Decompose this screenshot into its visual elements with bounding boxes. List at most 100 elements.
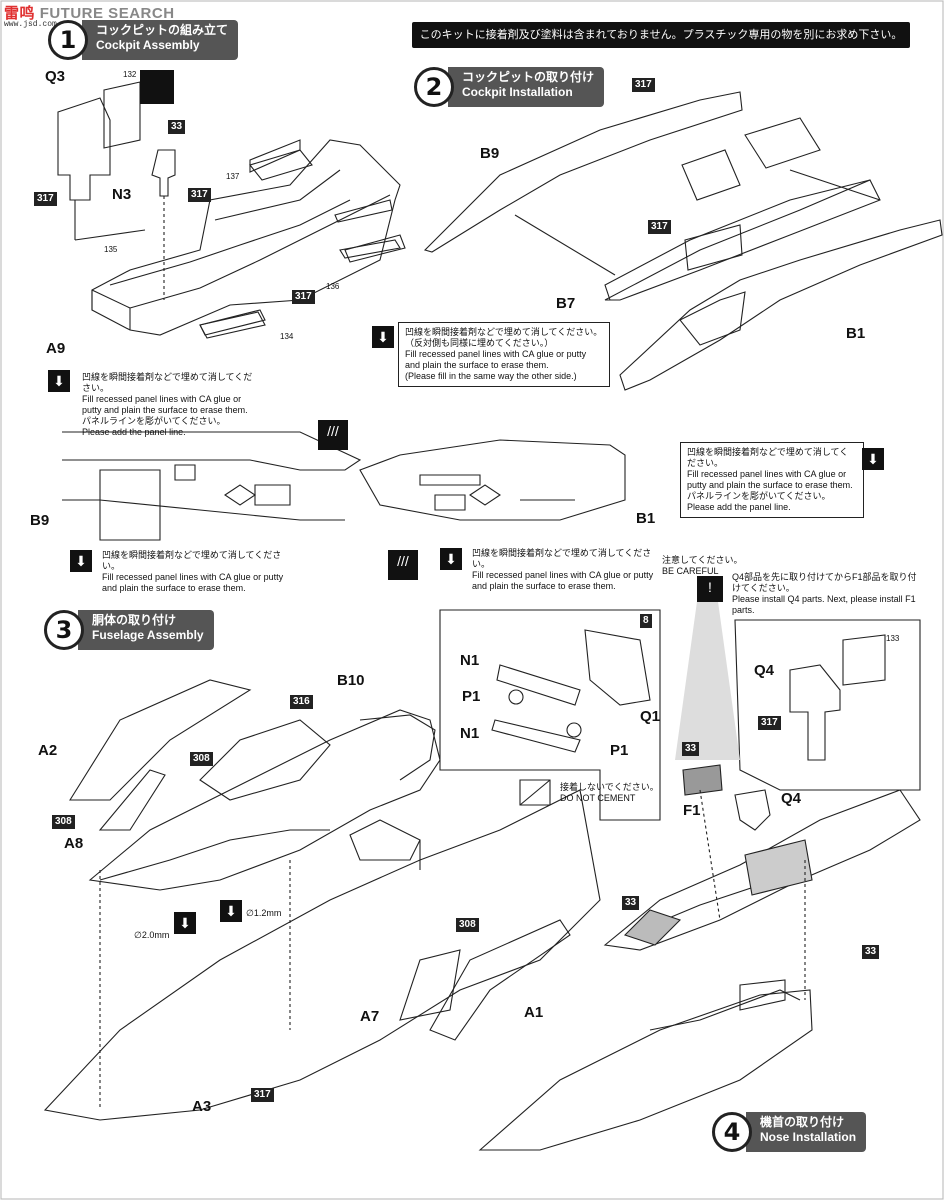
paint-tag-317: 317 bbox=[758, 716, 781, 730]
step-1-label: コックピットの組み立て Cockpit Assembly bbox=[82, 20, 239, 60]
note-fill-b9: 凹線を瞬間接着剤などで埋めて消してください。 Fill recessed pan… bbox=[82, 372, 257, 438]
part-p1-right: P1 bbox=[610, 742, 629, 759]
decal-134: 134 bbox=[280, 332, 294, 341]
step-2-en: Cockpit Installation bbox=[462, 85, 573, 99]
part-b10: B10 bbox=[337, 672, 365, 689]
note-add-jp: パネルラインを彫がいてください。 bbox=[687, 491, 831, 501]
decal-132: 132 bbox=[123, 70, 137, 79]
drill-icon: ⬇ bbox=[862, 448, 884, 470]
note-fill-en: Fill recessed panel lines with CA glue o… bbox=[472, 570, 654, 591]
note-fill-jp: 凹線を瞬間接着剤などで埋めて消してください。 bbox=[405, 327, 603, 337]
note-fill2-en: (Please fill in the same way the other s… bbox=[405, 371, 577, 381]
note-add-jp: パネルラインを彫がいてください。 bbox=[82, 416, 226, 426]
part-n1-bottom: N1 bbox=[460, 725, 480, 742]
part-a7: A7 bbox=[360, 1008, 380, 1025]
note-fill2-jp: （反対側も同様に埋めてください。） bbox=[405, 338, 554, 348]
note-fill-jp: 凹線を瞬間接着剤などで埋めて消してください。 bbox=[472, 548, 652, 569]
part-a3: A3 bbox=[192, 1098, 212, 1115]
drill-icon: ⬇ bbox=[48, 370, 70, 392]
star-icon bbox=[140, 70, 174, 104]
step-4-number: 4 bbox=[712, 1112, 752, 1152]
paint-tag-317: 317 bbox=[632, 78, 655, 92]
paint-tag-308: 308 bbox=[52, 815, 75, 829]
part-p1-left: P1 bbox=[462, 688, 481, 705]
step-3-jp: 胴体の取り付け bbox=[92, 613, 177, 627]
part-b1: B1 bbox=[846, 325, 866, 342]
notice-banner: このキットに接着剤及び塗料は含まれておりません。プラスチック専用の物を別にお求め… bbox=[412, 22, 910, 48]
drill-icon: ⬇ bbox=[440, 548, 462, 570]
watermark-text: FUTURE SEARCH bbox=[39, 5, 175, 22]
scribe-icon: /// bbox=[388, 550, 418, 580]
note-do-not-cement: 接着しないでください。 DO NOT CEMENT bbox=[560, 782, 659, 804]
part-q3: Q3 bbox=[45, 68, 66, 85]
paint-tag-33: 33 bbox=[682, 742, 700, 756]
note-install-order: Q4部品を先に取り付けてからF1部品を取り付けてください。 Please ins… bbox=[732, 572, 922, 616]
step-4-header: 4 機首の取り付け Nose Installation bbox=[712, 1112, 867, 1152]
step-3-number: 3 bbox=[44, 610, 84, 650]
watermark-brand: 雷鸣 bbox=[4, 5, 36, 22]
note-order-jp: Q4部品を先に取り付けてからF1部品を取り付けてください。 bbox=[732, 572, 917, 593]
drill-icon: ⬇ bbox=[174, 912, 196, 934]
note-fill-en: Fill recessed panel lines with CA glue o… bbox=[405, 349, 587, 370]
step-2-jp: コックピットの取り付け bbox=[462, 70, 595, 84]
part-f1: F1 bbox=[683, 802, 701, 819]
step-3-en: Fuselage Assembly bbox=[92, 628, 204, 642]
paint-tag-308: 308 bbox=[190, 752, 213, 766]
note-fill-jp: 凹線を瞬間接着剤などで埋めて消してください。 bbox=[687, 447, 849, 468]
paint-tag-308: 308 bbox=[456, 918, 479, 932]
part-n1-top: N1 bbox=[460, 652, 480, 669]
note-order-en: Please install Q4 parts. Next, please in… bbox=[732, 594, 916, 615]
part-n3: N3 bbox=[112, 186, 132, 203]
paint-tag-317: 317 bbox=[251, 1088, 274, 1102]
part-a8: A8 bbox=[64, 835, 84, 852]
part-b7: B7 bbox=[556, 295, 576, 312]
note-fill-en: Fill recessed panel lines with CA glue o… bbox=[687, 469, 853, 490]
paint-tag-8: 8 bbox=[640, 614, 652, 628]
paint-tag-33: 33 bbox=[622, 896, 640, 910]
part-b1-detail: B1 bbox=[636, 510, 656, 527]
note-fill-b1: 凹線を瞬間接着剤などで埋めて消してください。 Fill recessed pan… bbox=[680, 442, 864, 518]
paint-tag-317: 317 bbox=[34, 192, 57, 206]
note-fill-b9-bottom: 凹線を瞬間接着剤などで埋めて消してください。 Fill recessed pan… bbox=[102, 550, 292, 594]
part-a9: A9 bbox=[46, 340, 66, 357]
step-1-header: 1 コックピットの組み立て Cockpit Assembly bbox=[48, 20, 239, 60]
drill-size-2mm: ∅2.0mm bbox=[134, 930, 170, 940]
part-a2: A2 bbox=[38, 742, 58, 759]
note-fill-jp: 凹線を瞬間接着剤などで埋めて消してください。 bbox=[82, 372, 253, 393]
part-a1: A1 bbox=[524, 1004, 544, 1021]
note-careful-jp: 注意してください。 bbox=[662, 555, 743, 565]
note-nocement-en: DO NOT CEMENT bbox=[560, 793, 636, 803]
note-fill-en: Fill recessed panel lines with CA glue o… bbox=[82, 394, 248, 415]
paint-tag-317: 317 bbox=[648, 220, 671, 234]
caution-icon: ! bbox=[697, 576, 723, 602]
step-1-number: 1 bbox=[48, 20, 88, 60]
note-fill-jp: 凹線を瞬間接着剤などで埋めて消してください。 bbox=[102, 550, 282, 571]
note-add-en: Please add the panel line. bbox=[82, 427, 186, 437]
scribe-icon: /// bbox=[318, 420, 348, 450]
step-3-header: 3 胴体の取り付け Fuselage Assembly bbox=[44, 610, 214, 650]
step-1-jp: コックピットの組み立て bbox=[96, 23, 229, 37]
note-nocement-jp: 接着しないでください。 bbox=[560, 782, 659, 792]
drill-icon: ⬇ bbox=[372, 326, 394, 348]
note-fill-en: Fill recessed panel lines with CA glue o… bbox=[102, 572, 284, 593]
paint-tag-317: 317 bbox=[292, 290, 315, 304]
step-4-label: 機首の取り付け Nose Installation bbox=[746, 1112, 867, 1152]
decal-135: 135 bbox=[104, 245, 118, 254]
paint-tag-33: 33 bbox=[168, 120, 186, 134]
part-q4: Q4 bbox=[781, 790, 802, 807]
watermark-url: www.jsd.com.cn bbox=[4, 20, 72, 29]
step-4-jp: 機首の取り付け bbox=[760, 1115, 845, 1129]
part-b9: B9 bbox=[480, 145, 500, 162]
drill-icon: ⬇ bbox=[220, 900, 242, 922]
note-fill-b1-bottom: 凹線を瞬間接着剤などで埋めて消してください。 Fill recessed pan… bbox=[472, 548, 662, 592]
watermark: 雷鸣 FUTURE SEARCH bbox=[4, 2, 175, 23]
step-3-label: 胴体の取り付け Fuselage Assembly bbox=[78, 610, 214, 650]
note-careful: 注意してください。 BE CAREFUL bbox=[662, 555, 742, 577]
note-careful-en: BE CAREFUL bbox=[662, 566, 719, 576]
paint-tag-33: 33 bbox=[862, 945, 880, 959]
decal-133: 133 bbox=[886, 634, 900, 643]
part-q1: Q1 bbox=[640, 708, 661, 725]
note-fill-step2: 凹線を瞬間接着剤などで埋めて消してください。 （反対側も同様に埋めてください。）… bbox=[398, 322, 610, 387]
decal-137: 137 bbox=[226, 172, 240, 181]
